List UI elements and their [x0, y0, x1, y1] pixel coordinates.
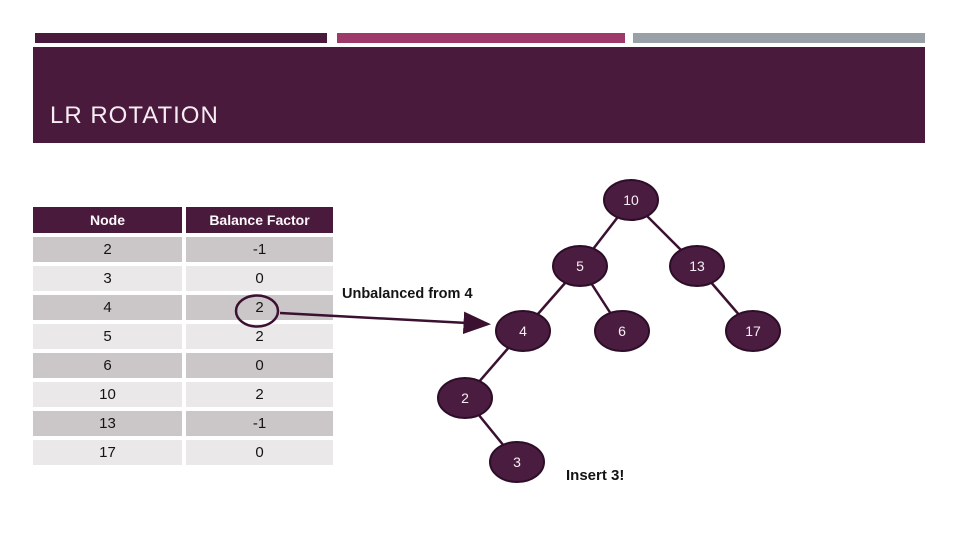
node-label: 5 — [576, 258, 584, 274]
unbalanced-label: Unbalanced from 4 — [342, 286, 473, 302]
tree-node-4: 4 — [495, 310, 551, 352]
table-header-row: Node Balance Factor — [33, 207, 333, 233]
bf-cell: -1 — [186, 237, 333, 262]
table-row: 17 0 — [33, 440, 333, 465]
node-circle — [594, 310, 650, 352]
node-label: 2 — [461, 390, 469, 406]
accent-bar-maroon — [35, 33, 327, 43]
table-row: 4 2 — [33, 295, 333, 320]
tree-node-10: 10 — [603, 179, 659, 221]
table-header-node: Node — [33, 207, 182, 233]
tree-node-2: 2 — [437, 377, 493, 419]
tree-node-13: 13 — [669, 245, 725, 287]
node-label: 3 — [513, 454, 521, 470]
insert-label: Insert 3! — [566, 467, 625, 484]
bf-cell: 2 — [186, 382, 333, 407]
node-cell: 4 — [33, 295, 182, 320]
table-row: 5 2 — [33, 324, 333, 349]
node-circle — [603, 179, 659, 221]
unbalanced-arrow — [279, 311, 491, 335]
bf-cell: 2 — [186, 324, 333, 349]
table-row: 2 -1 — [33, 237, 333, 262]
node-label: 17 — [745, 323, 761, 339]
bf-cell: 0 — [186, 440, 333, 465]
node-cell: 3 — [33, 266, 182, 291]
bf-cell-circled: 2 — [186, 295, 333, 320]
bf-cell: 0 — [186, 353, 333, 378]
node-label: 10 — [623, 192, 639, 208]
bf-cell: 0 — [186, 266, 333, 291]
balance-factor-table: Node Balance Factor 2 -1 3 0 4 2 5 2 6 0… — [33, 207, 333, 469]
node-label: 6 — [618, 323, 626, 339]
node-label: 4 — [519, 323, 527, 339]
node-cell: 6 — [33, 353, 182, 378]
node-circle — [552, 245, 608, 287]
node-circle — [437, 377, 493, 419]
table-row: 10 2 — [33, 382, 333, 407]
tree-node-5: 5 — [552, 245, 608, 287]
node-circle — [669, 245, 725, 287]
slide-title: LR ROTATION — [50, 102, 219, 129]
node-cell: 5 — [33, 324, 182, 349]
node-label: 13 — [689, 258, 705, 274]
node-cell: 2 — [33, 237, 182, 262]
accent-bar-pink — [337, 33, 625, 43]
node-cell: 10 — [33, 382, 182, 407]
node-cell: 17 — [33, 440, 182, 465]
bf-cell: -1 — [186, 411, 333, 436]
highlight-ellipse — [234, 294, 280, 328]
node-cell: 13 — [33, 411, 182, 436]
node-circle — [489, 441, 545, 483]
tree-node-17: 17 — [725, 310, 781, 352]
tree-node-3: 3 — [489, 441, 545, 483]
title-bar: LR ROTATION — [33, 47, 925, 143]
node-circle — [495, 310, 551, 352]
accent-bar-gray — [633, 33, 925, 43]
table-row: 13 -1 — [33, 411, 333, 436]
table-header-balance-factor: Balance Factor — [186, 207, 333, 233]
table-row: 3 0 — [33, 266, 333, 291]
tree-node-6: 6 — [594, 310, 650, 352]
node-circle — [725, 310, 781, 352]
table-row: 6 0 — [33, 353, 333, 378]
